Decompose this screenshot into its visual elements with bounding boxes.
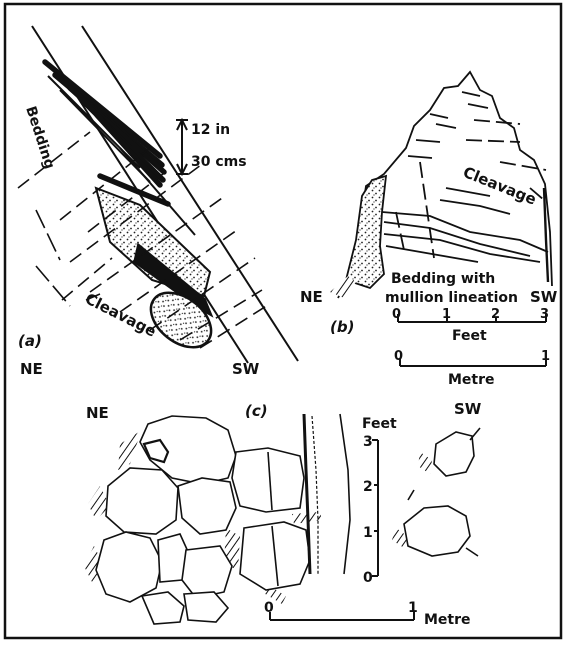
cobble-2 <box>106 468 178 534</box>
feet-c-tick-2: 2 <box>363 479 373 495</box>
cobble-5 <box>96 532 162 602</box>
panel-a-sw: SW <box>232 360 260 378</box>
scale-bar-feet-c <box>372 440 378 576</box>
bedding-mullion-line1: Bedding with <box>391 271 495 287</box>
cobble-9 <box>142 592 184 624</box>
feet-c-tick-0: 0 <box>363 570 373 586</box>
scale-12in-label: 12 in <box>191 122 230 138</box>
cleavage-label-b: Cleavage <box>461 163 539 209</box>
panel-a-label: (a) <box>18 332 42 350</box>
feet-c-tick-3: 3 <box>363 434 373 450</box>
panel-c-label: (c) <box>245 402 268 420</box>
cleavage-label-a: Cleavage <box>82 290 159 341</box>
stippled-bed <box>96 188 210 296</box>
feet-tick-3: 3 <box>540 307 549 322</box>
panel-b-ne: NE <box>300 288 323 306</box>
scale-bar-a <box>176 120 188 174</box>
scale-bar-metre-b <box>400 358 546 366</box>
feet-tick-2: 2 <box>491 307 500 322</box>
cobble-11 <box>434 432 474 476</box>
feet-tick-0: 0 <box>392 307 401 322</box>
metre-tick-1: 1 <box>541 349 550 364</box>
cliff-stippled-bed <box>346 176 386 288</box>
panel-b-sw: SW <box>530 288 558 306</box>
panel-c-sw: SW <box>454 400 482 418</box>
metre-c-tick-0: 0 <box>264 600 274 616</box>
metre-tick-0: 0 <box>394 349 403 364</box>
feet-c-tick-1: 1 <box>363 525 373 541</box>
metre-c-unit-label: Metre <box>424 612 471 628</box>
metre-unit-label-b: Metre <box>448 372 495 388</box>
panel-b-label: (b) <box>330 318 354 336</box>
feet-tick-1: 1 <box>442 307 451 322</box>
feet-unit-label: Feet <box>452 328 487 344</box>
scale-30cms-label: 30 cms <box>191 154 247 170</box>
bedding-mullion-line2: mullion lineation <box>385 290 518 306</box>
panel-c <box>84 414 480 624</box>
cobble-7 <box>182 546 232 598</box>
scale-bar-feet <box>398 314 546 322</box>
cobble-12 <box>404 506 470 556</box>
bedding-label: Bedding <box>22 104 57 171</box>
cobble-3 <box>178 478 236 534</box>
metre-c-tick-1: 1 <box>408 600 418 616</box>
panel-a <box>18 26 298 363</box>
panel-c-feet-label: Feet <box>362 416 397 432</box>
cobble-10 <box>184 592 228 622</box>
panel-a-ne: NE <box>20 360 43 378</box>
panel-c-ne: NE <box>86 404 109 422</box>
panel-b <box>330 72 552 366</box>
scale-bar-metre-c <box>270 612 414 620</box>
